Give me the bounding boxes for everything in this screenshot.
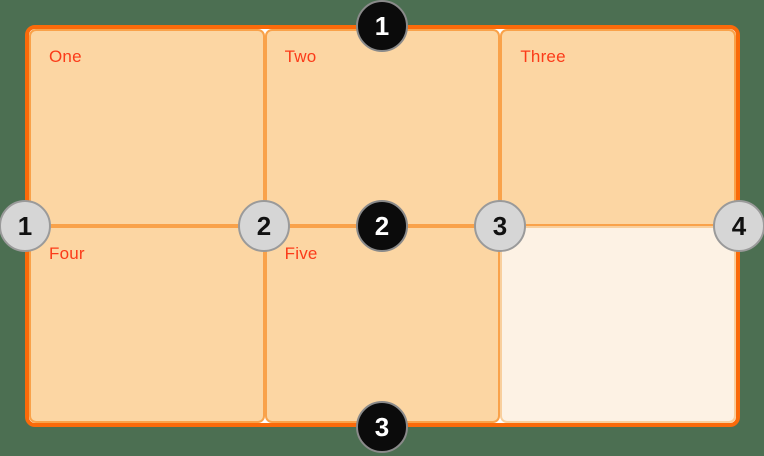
- grid-container: One Two Three Four Five: [25, 25, 740, 427]
- grid-cell-four: Four: [29, 226, 265, 423]
- marker-number: 4: [731, 210, 747, 241]
- column-line-marker-4: 4: [713, 200, 764, 252]
- marker-number: 3: [492, 210, 508, 241]
- grid-cell-empty: [500, 226, 736, 423]
- row-line-marker-3: 3: [356, 401, 408, 453]
- marker-number: 3: [374, 411, 390, 442]
- marker-number: 1: [374, 10, 390, 41]
- grid-cell-three: Three: [500, 29, 736, 226]
- marker-number: 2: [256, 210, 272, 241]
- grid-cell-five: Five: [264, 226, 501, 423]
- column-line-marker-3: 3: [474, 200, 526, 252]
- column-line-marker-2: 2: [238, 200, 290, 252]
- cell-label: Two: [284, 47, 317, 66]
- cell-label: Three: [520, 47, 566, 66]
- row-line-marker-1: 1: [356, 0, 408, 52]
- cell-label: Four: [49, 244, 85, 263]
- cell-label: One: [49, 47, 82, 66]
- grid-cell-one: One: [29, 29, 265, 226]
- marker-number: 1: [17, 210, 33, 241]
- row-line-marker-2: 2: [356, 200, 408, 252]
- marker-number: 2: [374, 210, 390, 241]
- column-line-marker-1: 1: [0, 200, 51, 252]
- cell-label: Five: [284, 244, 318, 263]
- grid-cell-two: Two: [264, 29, 501, 226]
